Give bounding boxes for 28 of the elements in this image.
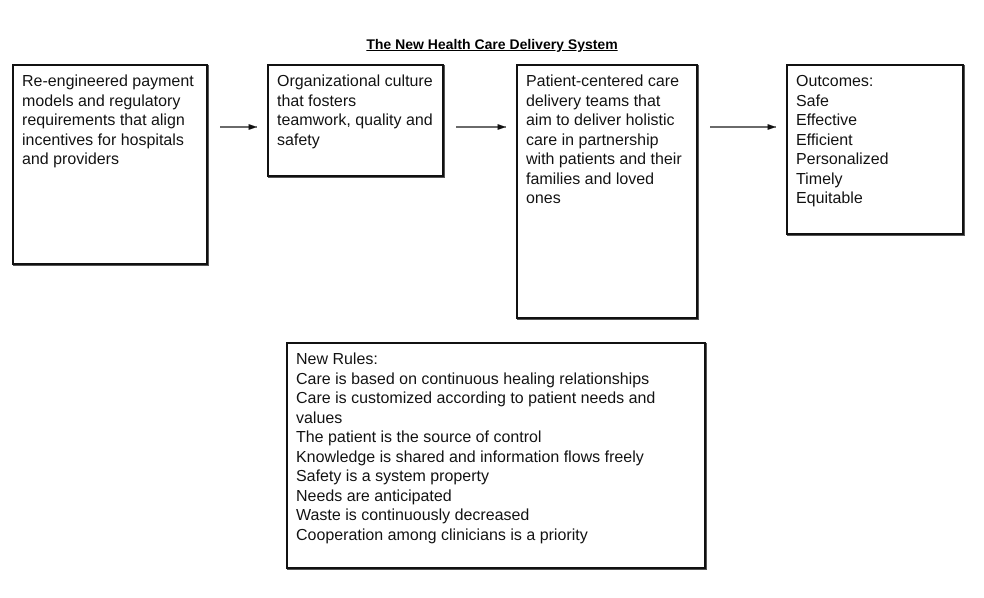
box-text: Effective: [796, 111, 858, 130]
text-box: [12, 64, 208, 265]
arrow: [456, 124, 506, 130]
box-text: Safe: [796, 92, 830, 111]
arrow: [710, 124, 776, 130]
box-text: Care is based on continuous healing relationships: [296, 370, 650, 389]
box-text: Efficient: [796, 130, 854, 150]
text-box: [267, 64, 444, 177]
box-heading: Outcomes:: [796, 72, 874, 92]
box-text: Cooperation among clinicians is a priority: [296, 526, 589, 545]
box-text: Personalized: [796, 150, 890, 170]
box-text: Waste is continuously decreased: [296, 506, 530, 526]
text-box: [516, 64, 698, 319]
box-heading: Organizational culture that fosters teamwork, quality and safety: [277, 72, 434, 150]
text-box: [786, 64, 964, 235]
box-text: Care is customized according to patient needs and values: [296, 389, 656, 428]
text-box: [286, 342, 706, 569]
box-heading: Patient-centered care delivery teams that aim to deliver holistic care in partnership with patients and their families and loved ones: [526, 72, 683, 208]
arrow: [220, 124, 257, 130]
box-text: Knowledge is shared and information flows freely: [296, 448, 645, 467]
box-text: Equitable: [796, 189, 864, 208]
box-text: Safety is a system property: [296, 467, 490, 486]
box-text: The patient is the source of control: [296, 428, 542, 448]
box-text: Timely: [796, 170, 844, 189]
box-heading: Re-engineered payment models and regulatory requirements that align incentives for hospitals and providers: [22, 72, 195, 170]
box-text: Needs are anticipated: [296, 486, 453, 506]
diagram-title: The New Health Care Delivery System: [366, 36, 618, 52]
box-heading: New Rules:: [296, 350, 379, 370]
